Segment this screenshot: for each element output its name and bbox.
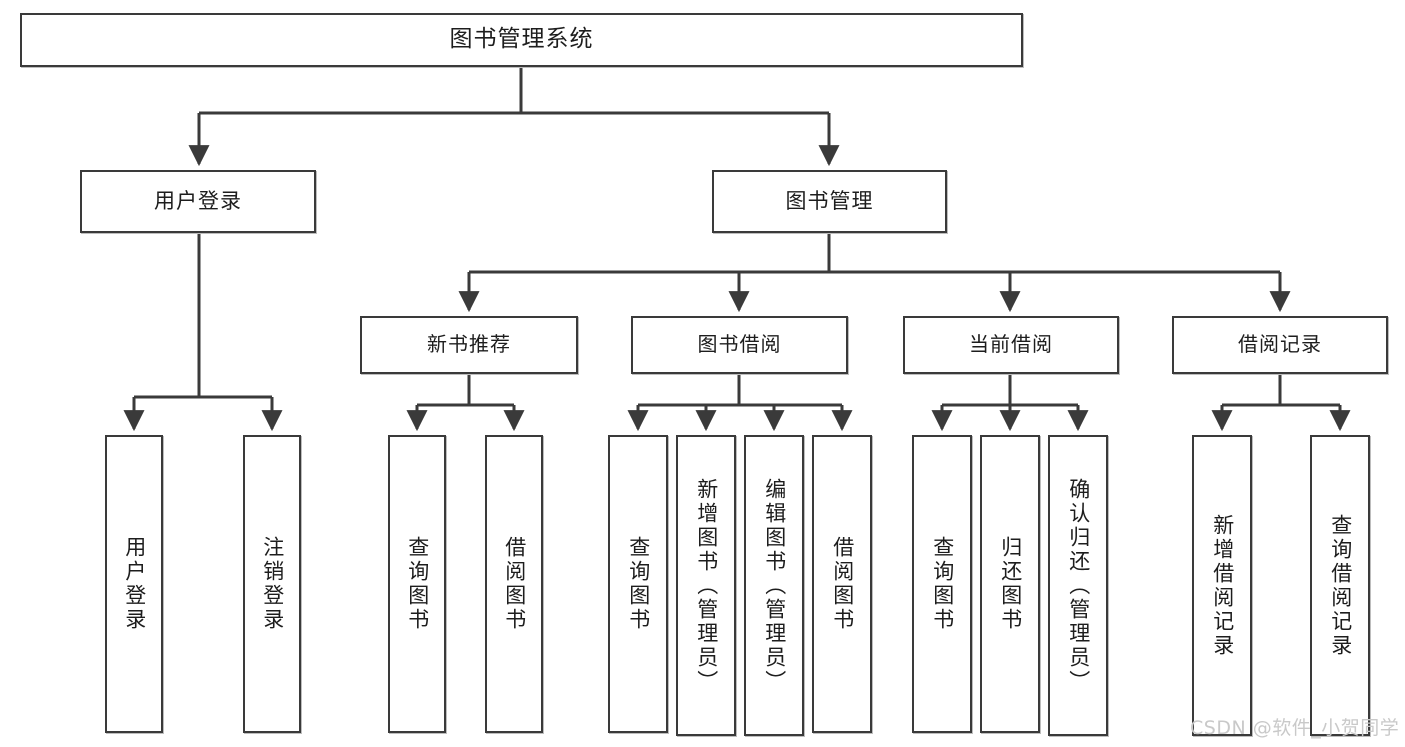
leaf-query-book-borrow[interactable]: 查询图书 [608,435,668,733]
node-label: 借阅图书 [830,536,855,632]
node-label: 查询图书 [405,536,430,632]
leaf-borrow-book[interactable]: 借阅图书 [812,435,872,733]
node-current-borrow[interactable]: 当前借阅 [903,316,1119,374]
node-label: 查询图书 [930,536,955,632]
leaf-logout[interactable]: 注销登录 [243,435,301,733]
node-label: 用户登录 [154,189,242,214]
leaf-borrow-book-recommend[interactable]: 借阅图书 [485,435,543,733]
leaf-edit-book-admin[interactable]: 编辑图书（管理员） [744,435,804,736]
node-label: 查询借阅记录 [1328,513,1353,658]
node-label: 当前借阅 [969,332,1053,357]
node-label: 查询图书 [626,536,651,632]
leaf-query-book-current[interactable]: 查询图书 [912,435,972,733]
node-label: 确认归还（管理员） [1066,477,1091,694]
node-label: 借阅图书 [502,536,527,632]
csdn-watermark: CSDN @软件_小贺同学 [1190,717,1400,739]
node-label: 注销登录 [260,536,285,632]
node-label: 用户登录 [122,536,147,632]
leaf-add-book-admin[interactable]: 新增图书（管理员） [676,435,736,736]
leaf-query-borrow-record[interactable]: 查询借阅记录 [1310,435,1370,736]
node-label: 编辑图书（管理员） [762,477,787,694]
node-label: 借阅记录 [1238,332,1322,357]
node-label: 新书推荐 [427,332,511,357]
leaf-query-book-recommend[interactable]: 查询图书 [388,435,446,733]
node-user-login[interactable]: 用户登录 [80,170,316,233]
leaf-return-book[interactable]: 归还图书 [980,435,1040,733]
node-label: 图书管理 [785,189,874,214]
node-label: 图书管理系统 [449,26,594,53]
node-label: 新增图书（管理员） [694,477,719,694]
node-label: 新增借阅记录 [1210,513,1235,658]
node-book-borrow[interactable]: 图书借阅 [631,316,848,374]
leaf-add-borrow-record[interactable]: 新增借阅记录 [1192,435,1252,736]
node-borrow-record[interactable]: 借阅记录 [1172,316,1388,374]
leaf-confirm-return-admin[interactable]: 确认归还（管理员） [1048,435,1108,736]
node-book-management[interactable]: 图书管理 [712,170,947,233]
leaf-user-login[interactable]: 用户登录 [105,435,163,733]
node-label: 归还图书 [998,536,1023,632]
node-new-book-recommend[interactable]: 新书推荐 [360,316,578,374]
node-book-management-system[interactable]: 图书管理系统 [20,13,1023,67]
node-label: 图书借阅 [697,332,782,357]
